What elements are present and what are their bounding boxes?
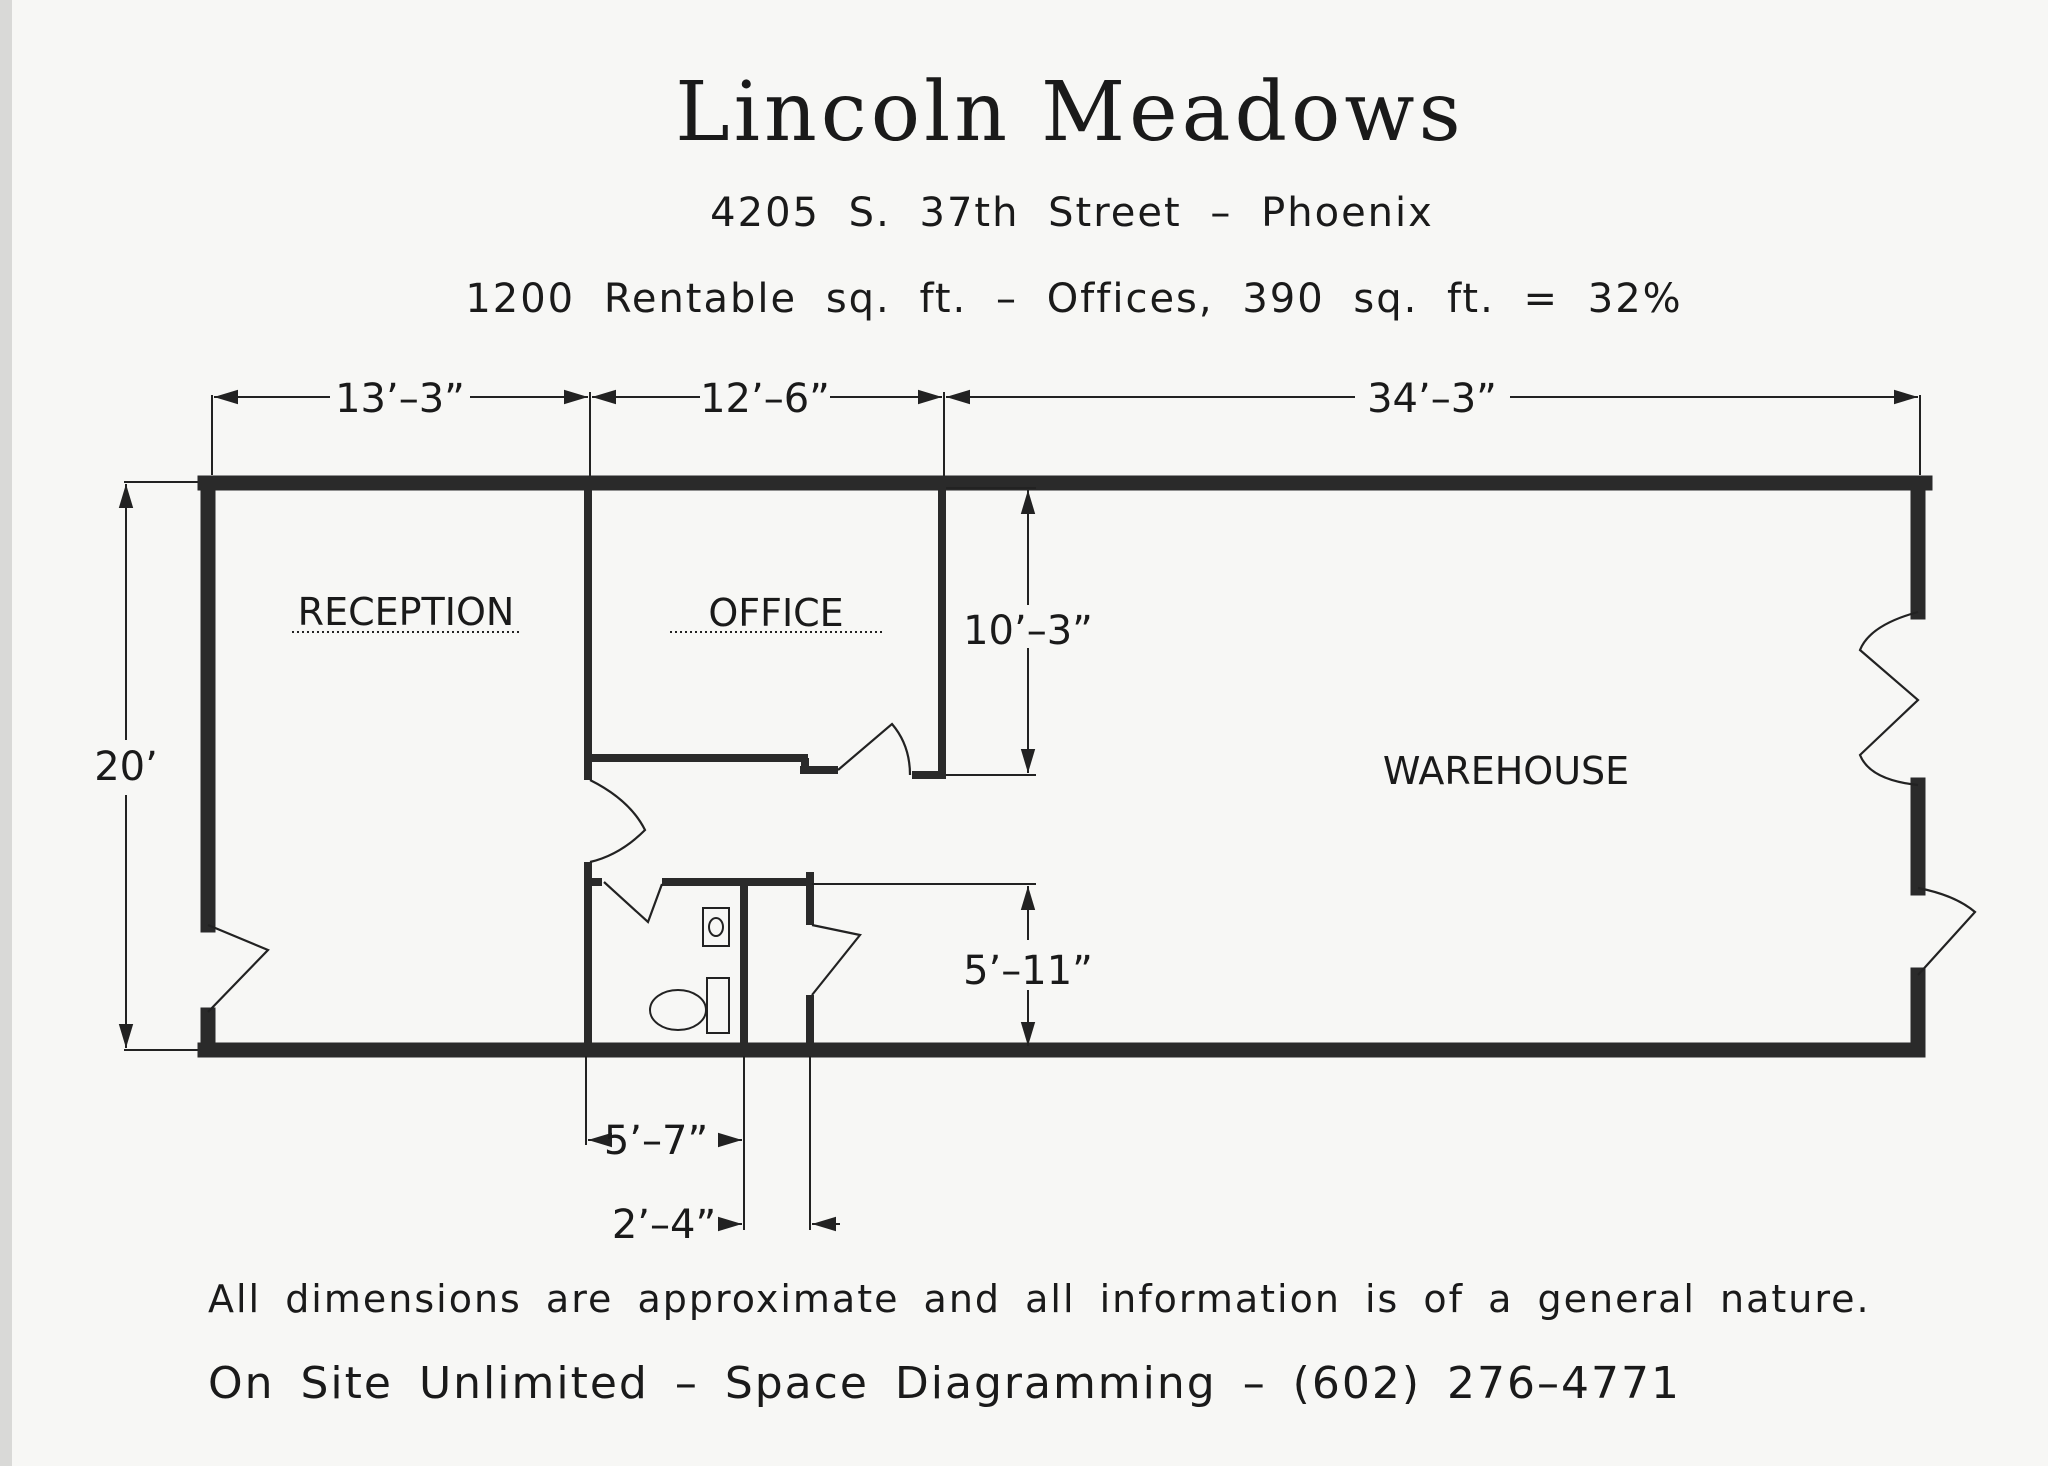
room-label-office: OFFICE: [708, 591, 843, 635]
dim-top-middle: 12’–6”: [700, 376, 830, 422]
dim-closet-width: 2’–4”: [612, 1202, 716, 1248]
page-title: Lincoln Meadows: [675, 65, 1464, 160]
sink-icon: [702, 907, 730, 947]
doors: [207, 610, 1977, 1013]
dim-height: 20’: [94, 744, 158, 790]
top-dimensions: [211, 389, 1921, 480]
interior-walls: [584, 488, 946, 1046]
toilet-icon: [649, 989, 707, 1031]
address-line: 4205 S. 37th Street – Phoenix: [710, 190, 1434, 236]
exterior-walls: [197, 475, 1933, 1058]
room-label-warehouse: WAREHOUSE: [1383, 749, 1629, 793]
restroom-fixtures: [649, 907, 730, 1034]
bottom-dimensions: [585, 1056, 840, 1232]
dim-office-depth: 10’–3”: [963, 608, 1093, 654]
dim-top-right: 34’–3”: [1367, 376, 1497, 422]
room-label-reception: RECEPTION: [298, 590, 515, 634]
restroom-depth-dimension: [812, 883, 1036, 1046]
dim-restroom-depth: 5’–11”: [963, 948, 1093, 994]
dim-top-left: 13’–3”: [335, 376, 465, 422]
sink-basin-icon: [708, 917, 724, 937]
scan-edge: [0, 0, 12, 1466]
dim-restroom-width: 5’–7”: [604, 1118, 708, 1164]
area-summary: 1200 Rentable sq. ft. – Offices, 390 sq.…: [465, 276, 1682, 322]
credit-text: On Site Unlimited – Space Diagramming – …: [208, 1358, 1681, 1409]
disclaimer-text: All dimensions are approximate and all i…: [208, 1277, 1871, 1321]
toilet-tank-icon: [706, 977, 730, 1034]
height-dimension: [118, 481, 205, 1051]
office-depth-dimension: [946, 487, 1036, 776]
